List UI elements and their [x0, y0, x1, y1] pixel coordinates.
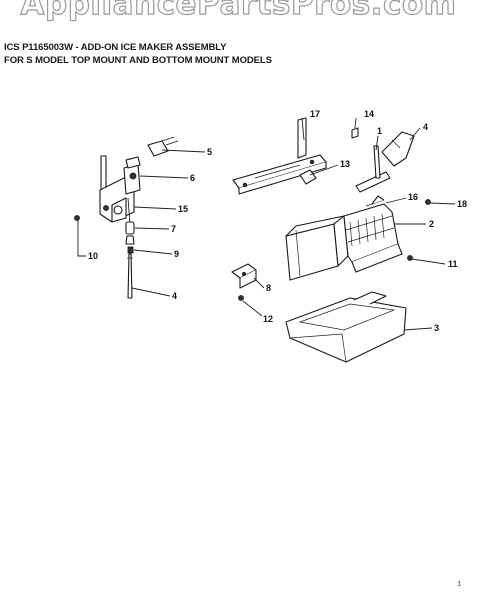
callout-13: 13: [340, 159, 350, 169]
callout-2: 2: [429, 219, 434, 229]
callout-7: 7: [171, 224, 176, 234]
leader-4b: [131, 287, 171, 297]
leader-14: [354, 117, 357, 129]
part-screw-11[interactable]: [407, 255, 413, 261]
leader-1: [375, 135, 379, 151]
page-mark: 1: [457, 581, 462, 589]
callout-6: 6: [190, 173, 195, 183]
leader-13: [309, 164, 339, 176]
part-valve-fittings[interactable]: [125, 197, 135, 254]
leader-9: [133, 249, 173, 255]
part-electrical-plug[interactable]: [147, 136, 179, 157]
callout-12: 12: [263, 314, 273, 324]
leader-6: [139, 175, 189, 179]
part-valve-assembly[interactable]: [99, 155, 141, 223]
part-clip-14[interactable]: [351, 127, 359, 139]
leader-7: [134, 227, 170, 230]
leader-12: [242, 300, 263, 317]
part-mounting-bracket[interactable]: [232, 117, 327, 195]
callout-9: 9: [174, 249, 179, 259]
callout-3: 3: [434, 323, 439, 333]
part-fill-tube[interactable]: [127, 253, 133, 299]
part-shutoff-arm[interactable]: [365, 195, 385, 207]
part-ice-maker[interactable]: [285, 203, 403, 281]
callout-5: 5: [207, 147, 212, 157]
callout-1: 1: [377, 126, 382, 136]
diagram-title: ICS P1165003W - ADD-ON ICE MAKER ASSEMBL…: [4, 42, 227, 53]
leader-16: [385, 197, 407, 204]
leader-15: [133, 206, 177, 210]
callout-17: 17: [310, 109, 320, 119]
callout-16: 16: [408, 192, 418, 202]
part-screw-12[interactable]: [238, 295, 244, 301]
part-fill-cup[interactable]: [381, 131, 415, 167]
part-ice-bin[interactable]: [285, 291, 407, 363]
leader-3: [403, 327, 433, 331]
callout-4-top: 4: [423, 122, 428, 132]
part-screw-18[interactable]: [425, 199, 431, 205]
leader-4a: [409, 127, 421, 141]
leader-10: [77, 220, 86, 257]
callout-15: 15: [178, 204, 188, 214]
callout-8: 8: [266, 283, 271, 293]
leader-11: [411, 258, 446, 265]
part-screw-10[interactable]: [74, 215, 80, 221]
part-water-tube[interactable]: [355, 145, 391, 193]
leader-5: [161, 149, 206, 153]
leader-8: [253, 277, 265, 289]
callout-11: 11: [448, 259, 458, 269]
part-clip-13[interactable]: [299, 169, 317, 185]
callout-18: 18: [457, 199, 467, 209]
callout-14: 14: [364, 109, 374, 119]
part-bracket-8[interactable]: [231, 263, 257, 289]
callout-4-bottom: 4: [172, 291, 177, 301]
diagram-subtitle: FOR S MODEL TOP MOUNT AND BOTTOM MOUNT M…: [4, 55, 272, 66]
leader-17: [301, 117, 305, 141]
site-watermark: AppliancePartsPros.com: [20, 0, 457, 23]
callout-10: 10: [88, 251, 98, 261]
leader-18: [429, 202, 456, 205]
